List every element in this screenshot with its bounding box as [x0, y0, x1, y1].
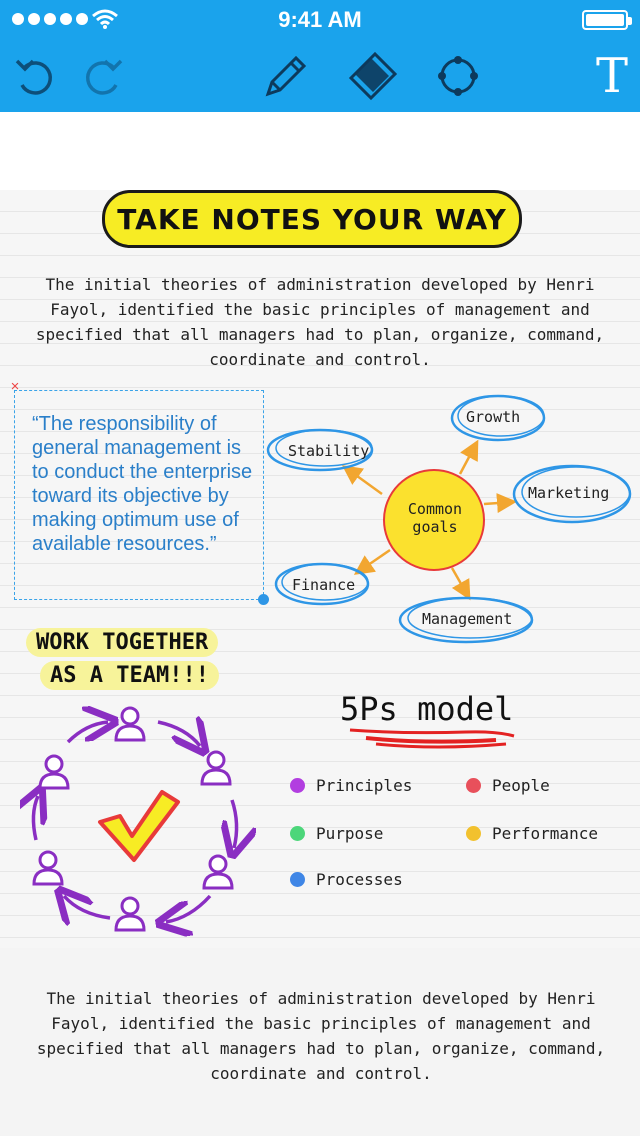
legend-label: Principles: [316, 776, 413, 795]
mindmap-center-label: Common goals: [407, 500, 463, 536]
red-underline-scribble: [349, 728, 515, 749]
team-line-1: WORK TOGETHER: [26, 628, 219, 657]
model-title[interactable]: 5Ps model: [340, 690, 514, 728]
redo-icon: [86, 59, 123, 95]
signal-strength-icon: [12, 13, 88, 25]
paragraph-top[interactable]: The initial theories of administration d…: [35, 275, 605, 369]
legend-dot: [290, 778, 305, 793]
eraser-icon: [348, 51, 398, 101]
status-bar: 9:41 AM: [0, 0, 640, 40]
legend-dot: [290, 872, 305, 887]
team-cycle-diagram[interactable]: [20, 704, 256, 940]
redo-button[interactable]: [76, 44, 132, 108]
legend-dot: [466, 778, 481, 793]
eraser-tool-button[interactable]: [340, 44, 406, 108]
legend-dot: [290, 826, 305, 841]
legend-performance[interactable]: Performance: [466, 824, 598, 843]
title-banner[interactable]: TAKE NOTES YOUR WAY: [102, 190, 522, 248]
lasso-select-icon: [438, 56, 478, 96]
legend-dot: [466, 826, 481, 841]
mindmap-node-growth: Growth: [466, 408, 521, 426]
mind-map[interactable]: Common goals Growth Stability Marketing …: [262, 392, 640, 648]
paragraph-bottom[interactable]: The initial theories of administration d…: [36, 989, 606, 1083]
battery-icon: [582, 10, 632, 30]
mindmap-node-stability: Stability: [288, 442, 370, 460]
close-icon[interactable]: ×: [10, 378, 20, 395]
app-toolbar: 9:41 AM: [0, 0, 640, 112]
team-line-2: AS A TEAM!!!: [40, 661, 219, 690]
status-time: 9:41 AM: [278, 7, 362, 32]
legend-processes[interactable]: Processes: [290, 870, 403, 889]
banner-text: TAKE NOTES YOUR WAY: [117, 202, 507, 236]
team-banner[interactable]: WORK TOGETHER AS A TEAM!!!: [26, 628, 246, 694]
text-box-selection[interactable]: [14, 390, 264, 600]
legend-label: Purpose: [316, 824, 384, 843]
pen-tool-button[interactable]: [252, 44, 316, 108]
mindmap-node-finance: Finance: [292, 576, 356, 594]
text-tool-icon: T: [595, 48, 628, 104]
quote-text[interactable]: “The responsibility of general managemen…: [32, 413, 253, 555]
lined-paper-area: [0, 190, 640, 1060]
mind-map-drawing: [266, 394, 632, 644]
legend-people[interactable]: People: [466, 776, 550, 795]
undo-button[interactable]: [6, 44, 62, 108]
lasso-tool-button[interactable]: [428, 44, 488, 108]
mindmap-node-management: Management: [422, 610, 513, 628]
resize-handle[interactable]: [258, 594, 269, 605]
text-tool-button[interactable]: T: [584, 44, 640, 108]
note-canvas[interactable]: [0, 112, 640, 1136]
legend-principles[interactable]: Principles: [290, 776, 412, 795]
legend-label: Processes: [316, 870, 403, 889]
legend-purpose[interactable]: Purpose: [290, 824, 383, 843]
legend-label: People: [492, 776, 550, 795]
wifi-icon: [92, 9, 118, 29]
mindmap-node-marketing: Marketing: [528, 484, 610, 502]
legend-label: Performance: [492, 824, 598, 843]
team-cycle-drawing: [20, 704, 256, 940]
pencil-icon: [265, 55, 307, 97]
undo-icon: [15, 59, 52, 95]
bottom-paper-area: [0, 948, 640, 1136]
